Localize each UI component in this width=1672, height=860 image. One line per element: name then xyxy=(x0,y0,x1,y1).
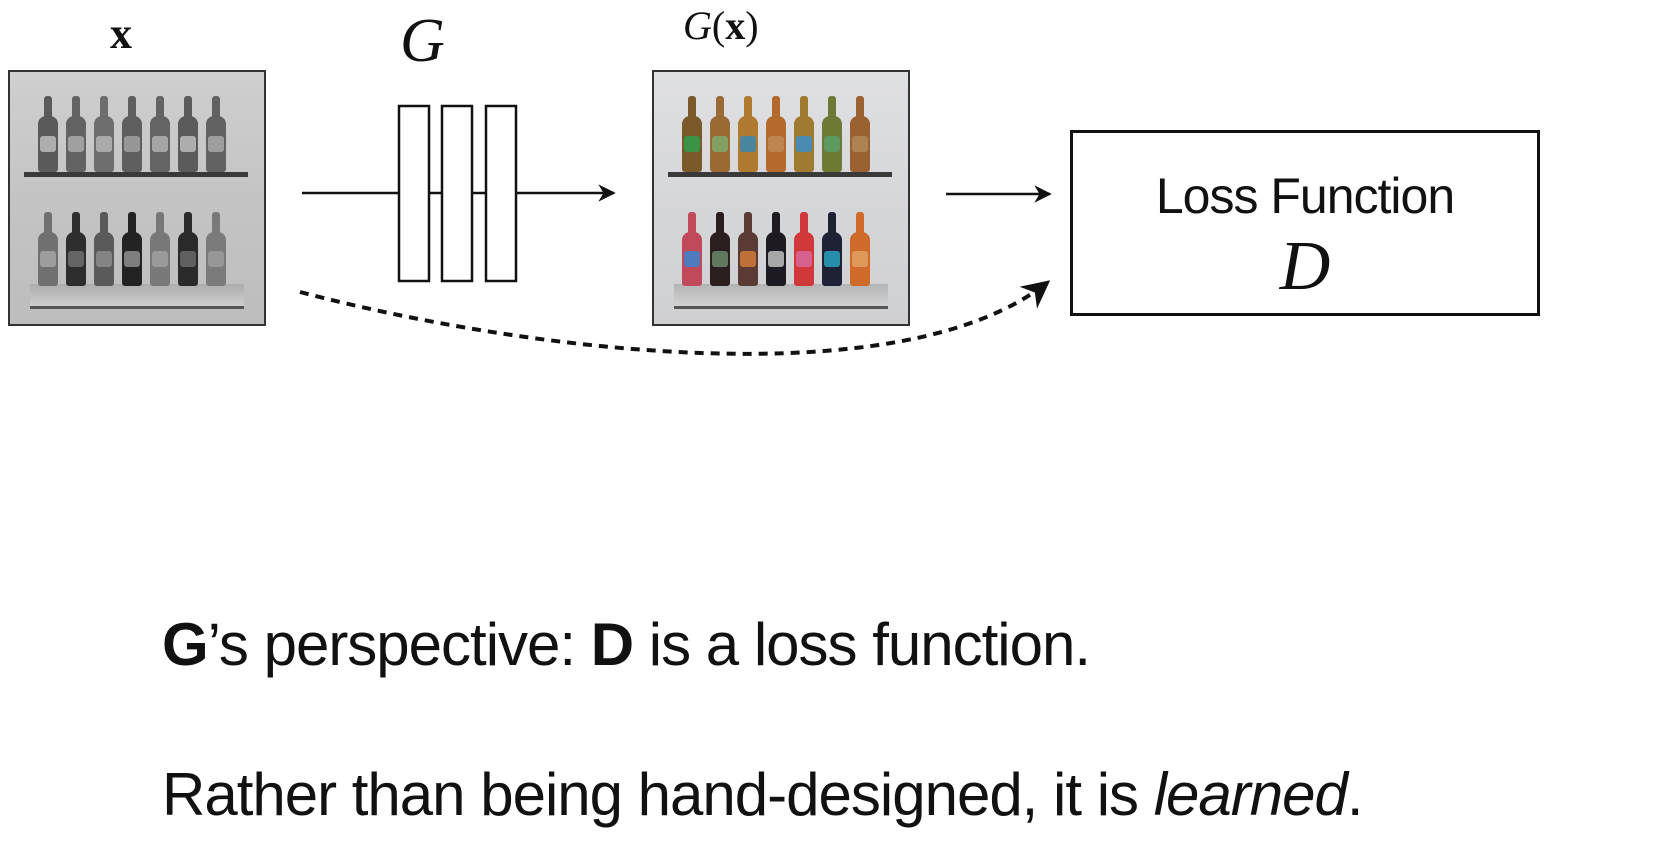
loss-function-title: Loss Function xyxy=(1155,168,1455,224)
output-bottle-bottom xyxy=(738,212,758,286)
input-bottle-top xyxy=(38,96,58,172)
generator-layer-1 xyxy=(397,104,431,283)
output-bottle-top xyxy=(710,96,730,172)
input-label-x: x xyxy=(110,9,132,58)
output-label-arg: x xyxy=(725,3,746,48)
output-bottom-shelf xyxy=(674,284,888,309)
input-bottle-bottom xyxy=(122,212,142,286)
input-bottom-shelf xyxy=(30,284,244,309)
input-bottle-top xyxy=(206,96,226,172)
input-bottle-bottom xyxy=(94,212,114,286)
loss-function-symbol-d: D xyxy=(1279,228,1331,305)
caption-learned-end: . xyxy=(1346,761,1364,828)
input-bottle-bottom xyxy=(150,212,170,286)
caption-learned-plain: Rather than being hand-designed, it is xyxy=(162,761,1154,828)
loss-function-box xyxy=(1070,130,1540,316)
caption-g: G xyxy=(162,611,209,678)
caption-g-perspective: G’s perspective: D is a loss function. xyxy=(162,610,1091,680)
input-top-shelf xyxy=(24,172,248,177)
input-bottle-bottom xyxy=(66,212,86,286)
input-bottle-top xyxy=(178,96,198,172)
input-bottle-bottom xyxy=(206,212,226,286)
input-image-grayscale-bottles xyxy=(8,70,266,326)
output-bottle-bottom xyxy=(710,212,730,286)
output-bottle-top xyxy=(794,96,814,172)
input-bottle-top xyxy=(94,96,114,172)
input-bottle-top xyxy=(150,96,170,172)
output-bottle-bottom xyxy=(850,212,870,286)
input-bottle-top xyxy=(122,96,142,172)
output-bottle-bottom xyxy=(794,212,814,286)
generator-layer-3 xyxy=(484,104,518,283)
caption-learned-emph: learned xyxy=(1153,761,1348,828)
output-bottle-bottom xyxy=(766,212,786,286)
input-bottle-top xyxy=(66,96,86,172)
caption-g-rest: ’s perspective: xyxy=(207,611,591,678)
output-bottle-top xyxy=(738,96,758,172)
output-bottle-top xyxy=(850,96,870,172)
input-bottle-bottom xyxy=(178,212,198,286)
caption-learned: Rather than being hand-designed, it is l… xyxy=(162,760,1364,830)
caption-d: D xyxy=(590,611,634,678)
output-bottle-top xyxy=(822,96,842,172)
output-bottle-bottom xyxy=(682,212,702,286)
input-to-loss-dotted-arrow xyxy=(299,280,1051,356)
output-label-gx: G(x) xyxy=(683,6,759,46)
output-label-close-paren: ) xyxy=(745,3,759,48)
caption-d-rest: is a loss function. xyxy=(633,611,1091,678)
output-top-shelf xyxy=(668,172,892,177)
output-bottle-bottom xyxy=(822,212,842,286)
output-bottle-top xyxy=(766,96,786,172)
generator-layer-2 xyxy=(440,104,474,283)
input-bottle-bottom xyxy=(38,212,58,286)
output-image-colorized-bottles xyxy=(652,70,910,326)
output-label-func: G xyxy=(683,3,712,48)
output-bottle-top xyxy=(682,96,702,172)
output-label-open-paren: ( xyxy=(711,3,726,48)
generator-label-g: G xyxy=(400,7,445,75)
